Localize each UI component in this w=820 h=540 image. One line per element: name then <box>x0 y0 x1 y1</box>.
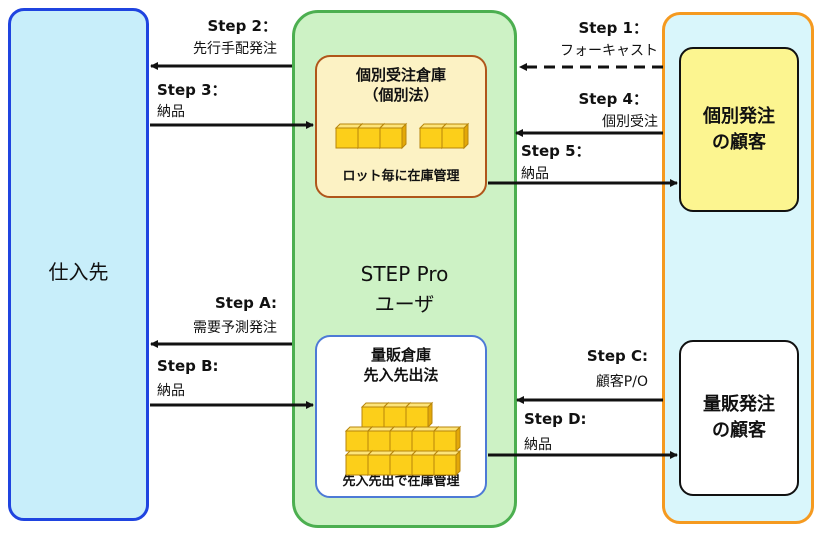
mass-stock-boxes <box>345 402 461 476</box>
step-b-text: 納品 <box>157 383 185 399</box>
individual-warehouse-footer: ロット毎に在庫管理 <box>342 169 460 184</box>
step-1-text: フォーキャスト <box>560 43 658 59</box>
individual-warehouse-title: 個別受注倉庫 （個別法） <box>317 65 485 105</box>
step-c-text: 顧客P/O <box>595 374 648 390</box>
step-4-text: 個別受注 <box>602 114 658 130</box>
individual-customer-line1: 個別発注 <box>703 106 775 127</box>
step-a-label: Step A: <box>215 294 277 312</box>
mass-customer-line1: 量販発注 <box>703 394 775 415</box>
step-1-label: Step 1： <box>578 19 648 37</box>
mass-warehouse-footer: 先入先出で在庫管理 <box>342 474 460 489</box>
step-2-text: 先行手配発注 <box>193 41 277 57</box>
mass-warehouse-title-line2: 先入先出法 <box>363 366 439 384</box>
individual-lot-boxes-a <box>335 123 407 149</box>
step-c-label: Step C: <box>586 347 648 365</box>
individual-lot-boxes-b <box>419 123 469 149</box>
individual-customer-box: 個別発注 の顧客 <box>679 47 799 212</box>
mass-warehouse-title: 量販倉庫 先入先出法 <box>317 345 485 385</box>
individual-warehouse-title-line2: （個別法） <box>363 86 439 104</box>
step-2-label: Step 2： <box>207 17 277 35</box>
step-4-label: Step 4： <box>578 90 648 108</box>
user-label: STEP Pro ユーザ <box>360 262 449 316</box>
individual-customer-label: 個別発注 の顧客 <box>681 104 797 156</box>
step-5-text: 納品 <box>521 166 549 182</box>
mass-customer-line2: の顧客 <box>712 420 766 441</box>
step-d-label: Step D: <box>524 410 587 428</box>
mass-customer-box: 量販発注 の顧客 <box>679 340 799 496</box>
individual-warehouse-title-line1: 個別受注倉庫 <box>355 66 446 84</box>
supplier-label: 仕入先 <box>48 260 109 284</box>
step-3-text: 納品 <box>157 104 185 120</box>
step-3-label: Step 3： <box>157 81 227 99</box>
step-5-label: Step 5： <box>521 142 591 160</box>
step-b-label: Step B: <box>157 357 219 375</box>
mass-warehouse-title-line1: 量販倉庫 <box>370 346 431 364</box>
step-d-text: 納品 <box>524 437 552 453</box>
step-a-text: 需要予測発注 <box>193 320 277 336</box>
supplier-panel: 仕入先 <box>8 8 149 521</box>
mass-customer-label: 量販発注 の顧客 <box>681 392 797 444</box>
individual-customer-line2: の顧客 <box>712 132 766 153</box>
